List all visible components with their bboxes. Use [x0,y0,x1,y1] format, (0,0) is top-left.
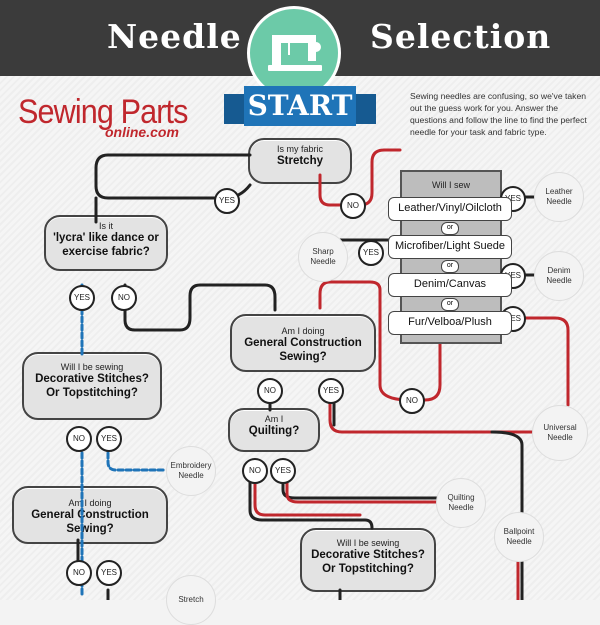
question-bold-line2: Or Topstitching? [46,387,138,399]
answer-no-sew: NO [399,388,425,414]
title-left: Needle [107,17,242,56]
intro-text: Sewing needles are confusing, so we've t… [410,91,587,137]
needle-universal: Universal Needle [532,405,588,461]
panel-title: Will I sew [432,180,470,190]
start-banner: START [244,86,356,126]
question-decorative-1: Will I be sewing Decorative Stitches? Or… [22,352,162,420]
question-general-construction-2: Am I doing General Construction Sewing? [12,486,168,544]
ribbon-tail-right [352,94,376,124]
or-label: or [441,222,459,235]
answer-no-quilting: NO [242,458,268,484]
question-lycra: Is it 'lycra' like dance or exercise fab… [44,215,168,271]
question-stretchy: Is my fabric Stretchy [248,138,352,184]
question-bold-line2: Or Topstitching? [322,563,414,575]
needle-ballpoint: Ballpoint Needle [494,512,544,562]
question-decorative-2: Will I be sewing Decorative Stitches? Or… [300,528,436,592]
needle-denim: Denim Needle [534,251,584,301]
answer-yes-general2: YES [96,560,122,586]
question-small: Is my fabric [276,144,323,154]
option-denim: Denim/Canvas [388,273,512,297]
needle-embroidery: Embroidery Needle [166,446,216,496]
needle-leather: Leather Needle [534,172,584,222]
or-label: or [441,298,459,311]
answer-no-general1: NO [257,378,283,404]
logo-subtext: online.com [105,124,179,140]
question-bold-line2: exercise fabric? [62,246,150,258]
answer-no-decorative1: NO [66,426,92,452]
question-bold-line1: 'lycra' like dance or [53,232,159,244]
question-bold: Quilting? [248,425,300,437]
question-bold-line1: Decorative Stitches? [35,373,149,385]
question-small: Am I doing [281,326,325,336]
question-quilting: Am I Quilting? [228,408,320,452]
answer-yes-stretchy: YES [214,188,240,214]
answer-no-general2: NO [66,560,92,586]
question-small: Will I be sewing [336,538,400,548]
option-microfiber: Microfiber/Light Suede [388,235,512,259]
sewing-machine-badge [247,6,341,100]
question-bold: General Construction Sewing? [244,337,362,363]
answer-yes-general1: YES [318,378,344,404]
or-label: or [441,260,459,273]
question-general-construction-1: Am I doing General Construction Sewing? [230,314,376,372]
question-small: Am I [264,414,284,424]
answer-yes-decorative1: YES [96,426,122,452]
question-small: Am I doing [68,498,112,508]
option-leather: Leather/Vinyl/Oilcloth [388,197,512,221]
question-small: Is it [98,221,113,231]
option-fur: Fur/Velboa/Plush [388,311,512,335]
answer-yes-microfiber: YES [358,240,384,266]
needle-quilting: Quilting Needle [436,478,486,528]
question-bold-line1: Decorative Stitches? [311,549,425,561]
title-right: Selection [370,17,552,56]
answer-no-stretchy: NO [340,193,366,219]
sewing-machine-icon [268,35,322,71]
answer-no-lycra: NO [111,285,137,311]
question-small: Will I be sewing [60,362,124,372]
question-bold: General Construction Sewing? [31,509,149,535]
answer-yes-lycra: YES [69,285,95,311]
needle-stretch: Stretch [166,575,216,625]
answer-yes-quilting: YES [270,458,296,484]
question-bold: Stretchy [276,155,324,167]
logo-text: Sewing Parts [18,93,188,131]
needle-sharp: Sharp Needle [298,232,348,282]
